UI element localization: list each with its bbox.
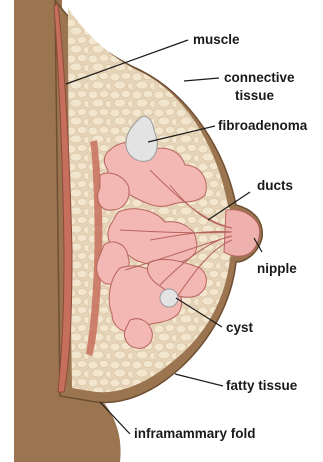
label-connective-line2: tissue [235,88,275,103]
label-fatty-tissue: fatty tissue [226,378,298,393]
label-connective-line1: connective [224,70,295,85]
torso-lower [14,395,121,462]
torso [14,0,62,462]
leader-fatty [175,374,223,386]
label-cyst: cyst [226,320,254,335]
cyst-mass [160,289,178,307]
label-muscle: muscle [193,32,240,47]
leader-connective [184,78,219,81]
label-nipple: nipple [257,261,297,276]
label-ducts: ducts [257,178,293,193]
label-fibroadenoma: fibroadenoma [218,118,308,133]
label-inframammary-fold: inframammary fold [134,426,256,441]
